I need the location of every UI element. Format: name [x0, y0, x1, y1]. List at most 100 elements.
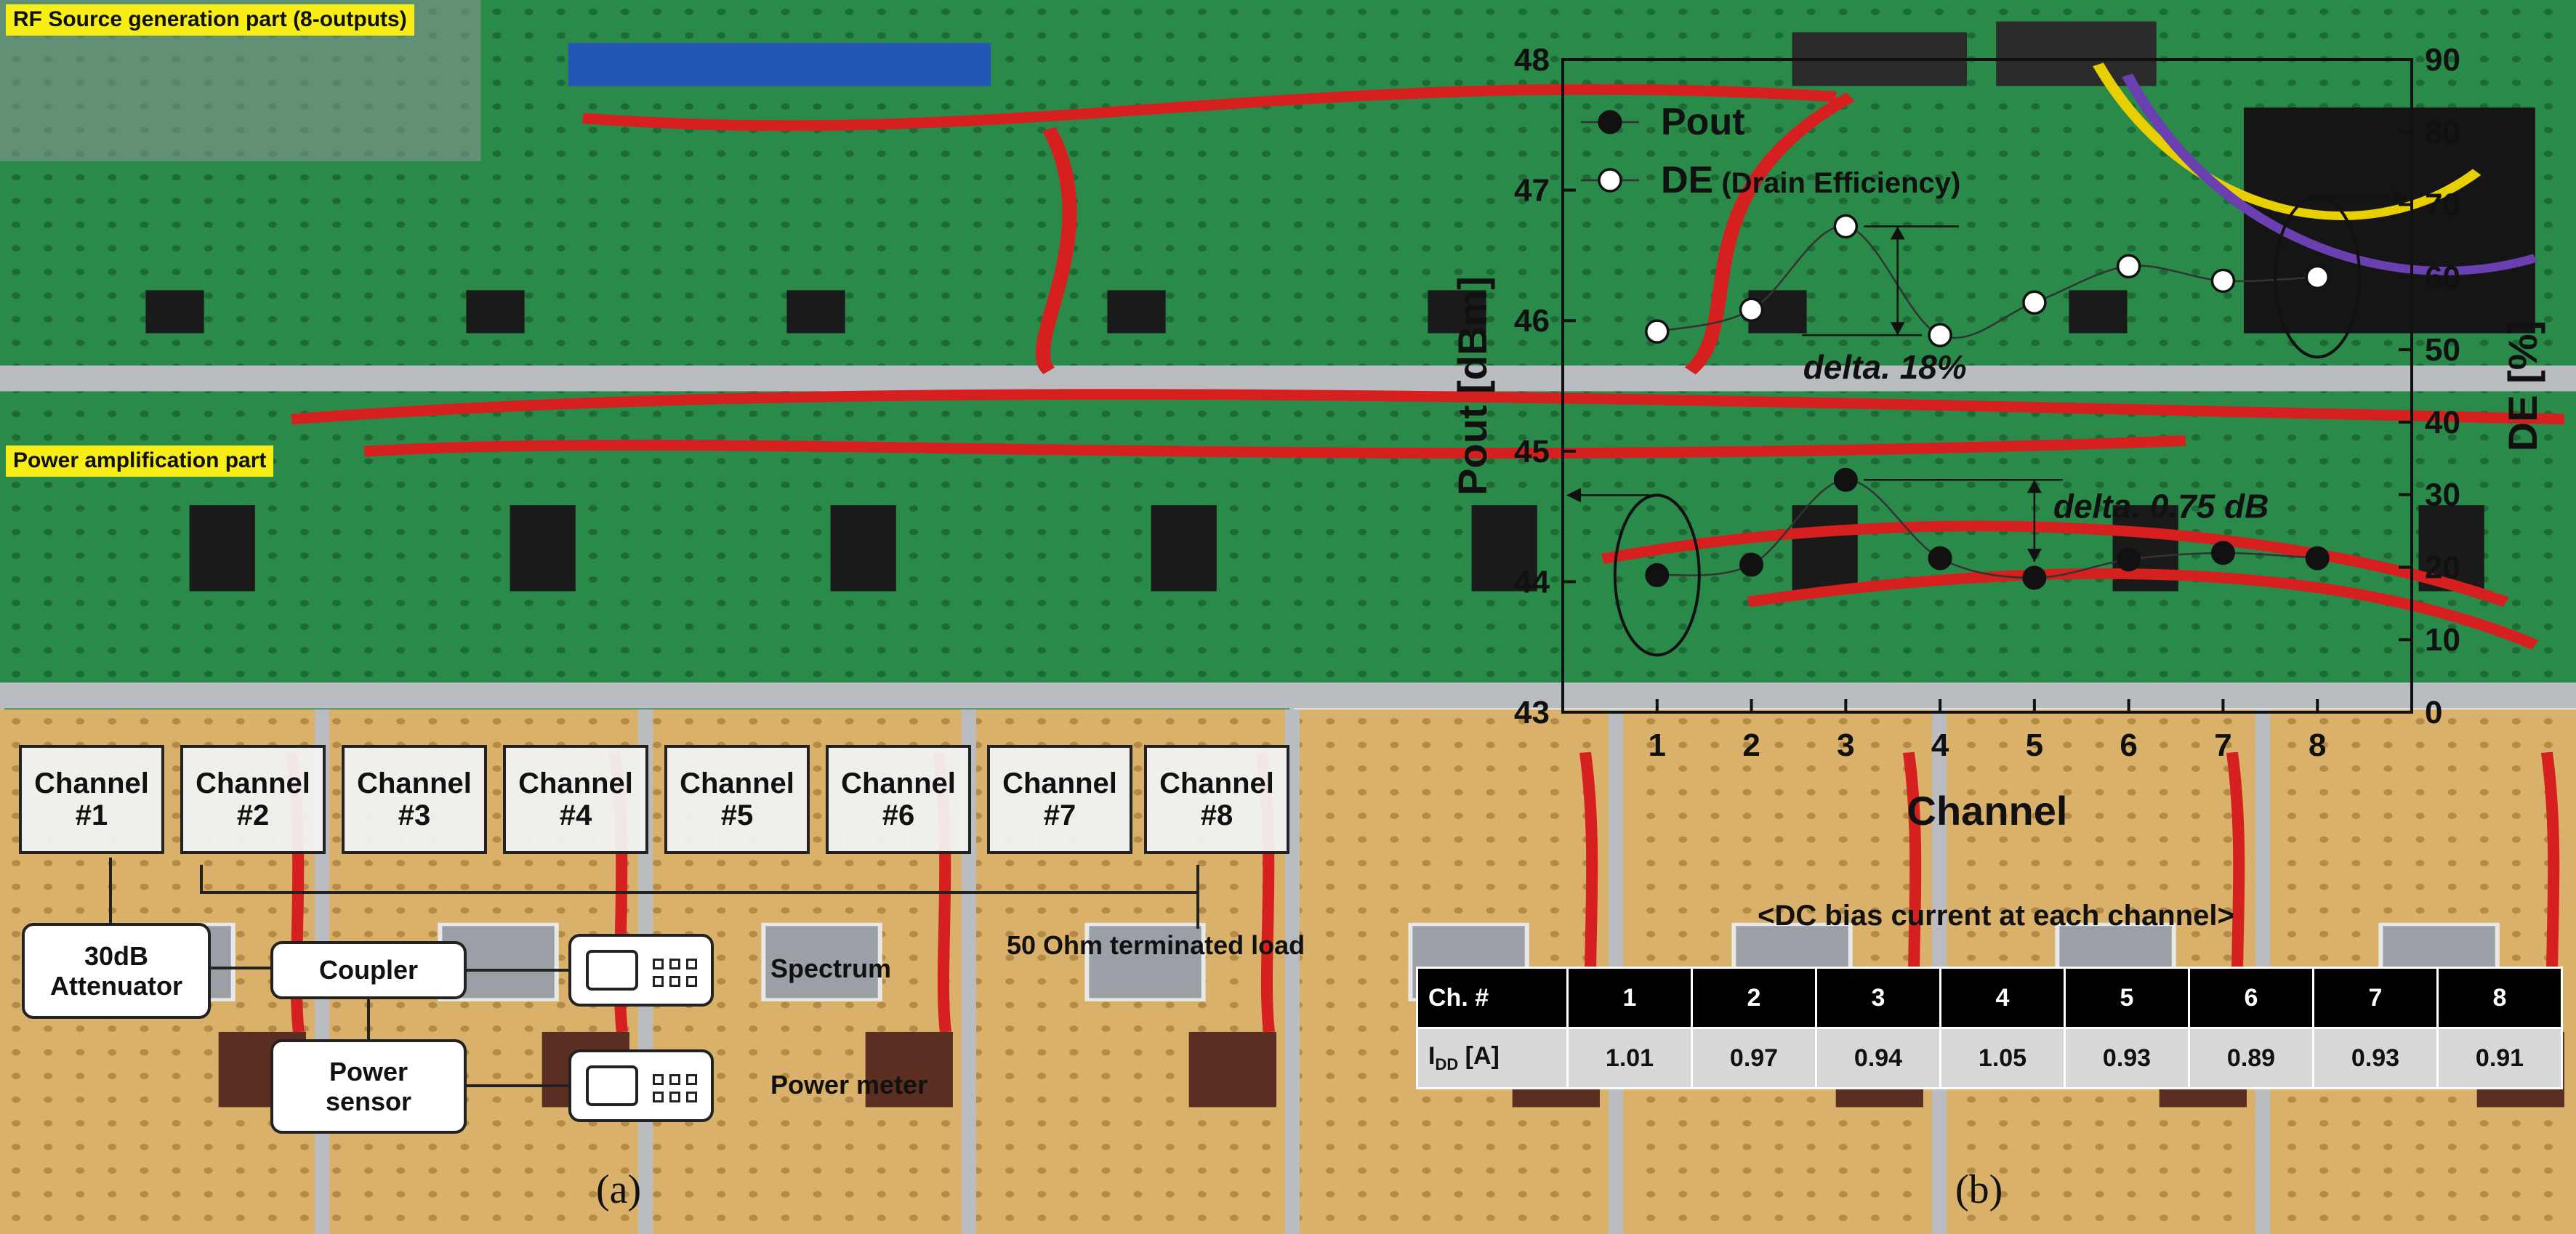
rf-source-label: RF Source generation part (8-outputs)	[6, 4, 414, 36]
table-header-cell: 5	[2064, 967, 2190, 1029]
de-point	[1928, 323, 1952, 347]
left-tick-label: 43	[1514, 695, 1550, 730]
de-point	[2210, 268, 2236, 294]
x-tick-label: 8	[2309, 727, 2326, 763]
de-point	[2116, 254, 2141, 279]
right-tick-label: 40	[2425, 405, 2460, 440]
channel-2-box: Channel#2	[180, 745, 326, 854]
left-tick-label: 47	[1514, 173, 1550, 209]
channel-5-box: Channel#5	[664, 745, 810, 854]
ch1-connector-line	[109, 858, 112, 923]
pout-point	[2022, 565, 2047, 590]
spectrum-label: Spectrum	[770, 953, 892, 983]
caption-a: (a)	[596, 1167, 642, 1212]
table-header-cell: 8	[2436, 967, 2563, 1029]
right-tick-label: 70	[2425, 187, 2460, 223]
x-tick-label: 1	[1649, 727, 1666, 763]
legend-de-marker	[1598, 168, 1622, 193]
right-tick-label: 30	[2425, 477, 2460, 513]
table-title: <DC bias current at each channel>	[1758, 900, 2234, 932]
table-value-cell: 0.94	[1815, 1027, 1941, 1089]
right-tick-label: 80	[2425, 115, 2460, 150]
x-tick-label: 3	[1837, 727, 1854, 763]
channel-8-box: Channel#8	[1144, 745, 1289, 854]
x-tick-label: 2	[1742, 727, 1760, 763]
legend-de-label: DE (Drain Efficiency)	[1661, 159, 1960, 201]
power-amplification-label: Power amplification part	[6, 445, 274, 477]
pout-point	[2117, 547, 2141, 572]
pout-point	[1645, 562, 1670, 587]
pout-axis-arrowhead	[1566, 488, 1581, 503]
right-axis-label: DE [%]	[2500, 320, 2545, 451]
channel-7-box: Channel#7	[987, 745, 1132, 854]
pout-axis-ellipse	[1613, 493, 1701, 657]
x-tick-label: 5	[2026, 727, 2043, 763]
channel-1-box: Channel#1	[19, 745, 164, 854]
table-header-cell: 1	[1566, 967, 1693, 1029]
left-axis-label: Pout [dBm]	[1449, 276, 1495, 496]
right-tick-label: 20	[2425, 549, 2460, 585]
spectrum-analyzer-icon	[568, 934, 714, 1007]
de-axis-arrowhead	[2394, 190, 2408, 205]
table-header-cell: 6	[2188, 967, 2314, 1029]
x-tick-label: 7	[2214, 727, 2231, 763]
att-coupler-line	[211, 967, 270, 969]
terminated-load-label: 50 Ohm terminated load	[1007, 930, 1305, 960]
table-value-cell: 1.01	[1566, 1027, 1693, 1089]
power-meter-label: Power meter	[770, 1070, 928, 1100]
right-tick-label: 10	[2425, 622, 2460, 658]
left-tick-label: 46	[1514, 303, 1550, 339]
right-tick-label: 50	[2425, 332, 2460, 368]
plot-frame	[1561, 58, 2413, 714]
legend-pout-marker	[1598, 110, 1622, 134]
pout-fit-curve	[1657, 479, 2318, 579]
sensor-meter-line	[467, 1084, 568, 1087]
table-value-cell: 0.93	[2064, 1027, 2190, 1089]
coupler-spectrum-line	[467, 969, 568, 972]
pout-delta-arrowhead-top	[2026, 480, 2042, 493]
de-axis-ellipse	[2274, 195, 2362, 359]
left-tick-label: 48	[1514, 42, 1550, 78]
de-delta-label: delta. 18%	[1803, 348, 1967, 386]
table-value-cell: 0.91	[2436, 1027, 2563, 1089]
coupler-block: Coupler	[270, 941, 467, 999]
pout-point	[1833, 467, 1858, 492]
pout-point	[1739, 552, 1764, 577]
table-value-cell: 0.93	[2312, 1027, 2439, 1089]
x-axis-label: Channel	[1907, 788, 2068, 834]
channel-3-box: Channel#3	[342, 745, 487, 854]
de-point	[1833, 214, 1859, 239]
load-bracket-right	[1196, 865, 1199, 894]
load-bracket-bottom	[200, 891, 1199, 894]
x-tick-label: 4	[1931, 727, 1949, 763]
de-point	[2022, 290, 2047, 315]
pout-point	[1928, 546, 1952, 570]
right-tick-label: 90	[2425, 42, 2460, 78]
table-value-cell: 1.05	[1939, 1027, 2066, 1089]
x-tick-label: 6	[2120, 727, 2137, 763]
pout-point	[2210, 541, 2235, 565]
coupler-sensor-line	[367, 999, 370, 1039]
left-tick-label: 44	[1514, 564, 1550, 600]
de-point	[1739, 297, 1764, 322]
load-bracket-stem	[1196, 892, 1199, 929]
pout-point	[2305, 546, 2330, 570]
caption-b: (b)	[1955, 1167, 2003, 1212]
right-tick-label: 60	[2425, 259, 2460, 295]
right-tick-label: 0	[2425, 695, 2442, 730]
table-value-cell: 0.97	[1691, 1027, 1817, 1089]
table-header-cell: 2	[1691, 967, 1817, 1029]
pout-delta-arrowhead-bottom	[2026, 549, 2042, 562]
table-header-ch: Ch. #	[1416, 967, 1569, 1029]
de-point	[2305, 265, 2330, 290]
channel-4-box: Channel#4	[503, 745, 648, 854]
channel-6-box: Channel#6	[826, 745, 971, 854]
de-delta-arrowhead-top	[1890, 226, 1905, 240]
